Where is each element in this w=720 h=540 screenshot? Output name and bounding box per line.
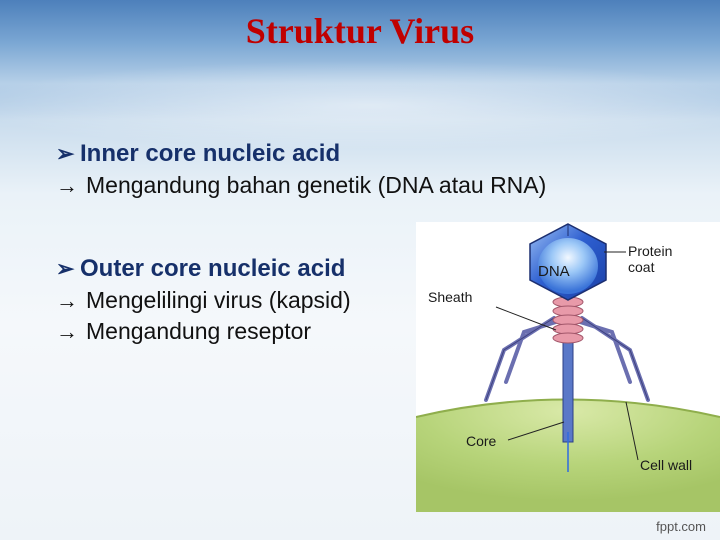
sub-point-text: Mengelilingi virus (kapsid) <box>86 287 351 313</box>
protein-coat-label-line2: coat <box>628 259 655 275</box>
bullet-arrowhead-icon: ➢ <box>56 141 75 166</box>
sub-point-text: Mengandung bahan genetik (DNA atau RNA) <box>86 172 547 198</box>
right-arrow-icon: → <box>56 318 78 344</box>
dna-label: DNA <box>538 263 570 280</box>
bacteriophage-diagram: DNA Protein coat Sheath Core Cell wall <box>416 222 720 512</box>
slide-title: Struktur Virus <box>245 11 475 51</box>
protein-coat-label-line1: Protein <box>628 243 672 259</box>
sub-point: → Mengelilingi virus (kapsid) <box>56 287 351 314</box>
footer-watermark: fppt.com <box>656 519 706 534</box>
right-arrow-icon: → <box>56 287 78 313</box>
bullet-block-inner-core: ➢ Inner core nucleic acid → Mengandung b… <box>56 140 546 199</box>
sheath-label: Sheath <box>428 289 472 305</box>
bullet-heading-text: Outer core nucleic acid <box>80 255 346 282</box>
sub-point: → Mengandung bahan genetik (DNA atau RNA… <box>56 172 546 199</box>
tail-sheath <box>552 296 584 344</box>
bullet-block-outer-core: ➢ Outer core nucleic acid → Mengelilingi… <box>56 255 351 345</box>
bullet-arrowhead-icon: ➢ <box>56 256 75 281</box>
cell-wall-label: Cell wall <box>640 457 692 473</box>
bullet-heading-text: Inner core nucleic acid <box>80 140 341 167</box>
bullet-heading: ➢ Outer core nucleic acid <box>56 255 351 283</box>
sub-point: → Mengandung reseptor <box>56 318 351 345</box>
bullet-heading: ➢ Inner core nucleic acid <box>56 140 546 168</box>
core-label: Core <box>466 433 497 449</box>
capsid-head <box>529 223 607 301</box>
bacteriophage-illustration: DNA Protein coat Sheath Core Cell wall <box>416 223 720 512</box>
header-background <box>0 0 720 150</box>
label-leader-lines <box>495 251 639 461</box>
tail-fiber-outlines <box>485 317 649 401</box>
sub-point-text: Mengandung reseptor <box>86 318 312 344</box>
right-arrow-icon: → <box>56 172 78 198</box>
